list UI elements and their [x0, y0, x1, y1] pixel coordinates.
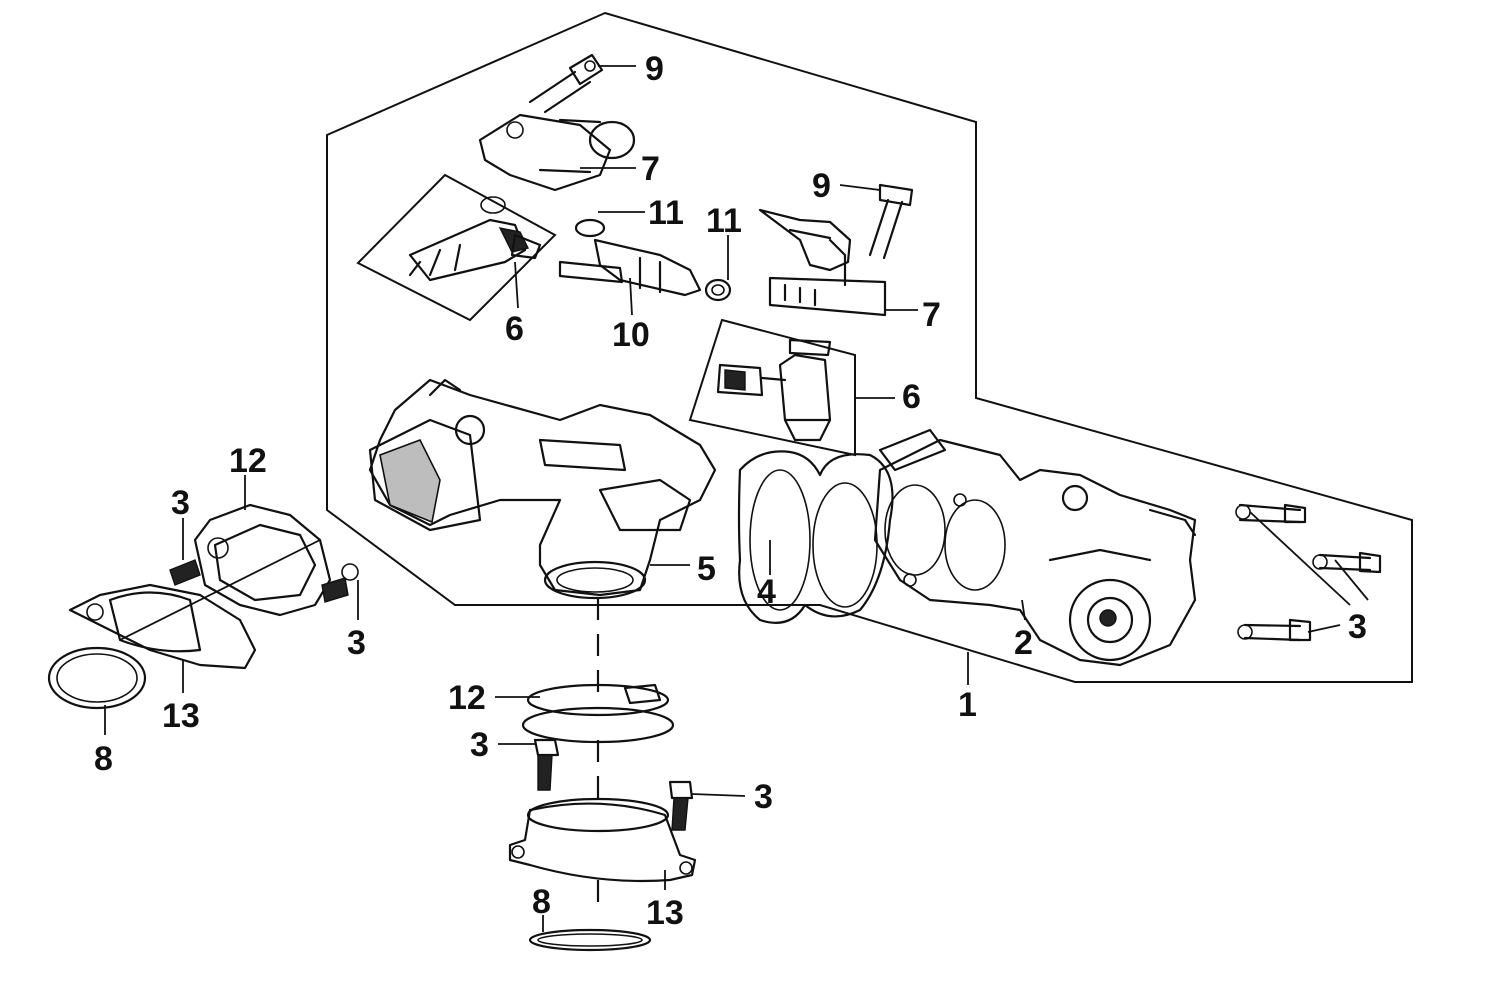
- lower-stack: [508, 598, 697, 952]
- callout-3-lower-stack-right: 3: [754, 778, 773, 816]
- callout-13-lower-stack: 13: [646, 894, 684, 932]
- bolts-right-group: [1235, 503, 1382, 642]
- throttle-body: [368, 378, 717, 600]
- callout-11-left: 11: [648, 194, 684, 232]
- bolt-right: [868, 183, 914, 260]
- bolt-top: [528, 53, 604, 114]
- callout-11-right: 11: [706, 202, 742, 240]
- callout-2: 2: [1014, 624, 1033, 662]
- callout-3-left-lower: 3: [347, 624, 366, 662]
- callout-10: 10: [612, 316, 650, 354]
- callout-9-top: 9: [645, 50, 664, 88]
- holder-right: [758, 208, 887, 317]
- callout-12-lower-stack: 12: [448, 679, 486, 717]
- injector-left: [408, 196, 542, 282]
- callout-13-left-group: 13: [162, 697, 200, 735]
- callout-8-left: 8: [94, 740, 113, 778]
- callout-3-bolts-right: 3: [1348, 608, 1367, 646]
- callout-3-left-upper: 3: [171, 484, 190, 522]
- assembly-frame: [326, 11, 1413, 683]
- callout-4: 4: [757, 573, 776, 611]
- injector-box-right: [688, 318, 856, 457]
- intake-boot-left: [47, 503, 359, 710]
- throttle-assembly: [873, 428, 1197, 667]
- fuel-line: [558, 218, 732, 302]
- callout-3-lower-stack-left: 3: [470, 726, 489, 764]
- callout-8-bottom: 8: [532, 883, 551, 921]
- callout-7-right: 7: [922, 296, 941, 334]
- callout-1: 1: [958, 686, 977, 724]
- callout-12-left-group: 12: [229, 442, 267, 480]
- holder-top: [478, 113, 636, 192]
- injector-right: [716, 338, 832, 442]
- callouts: 1 2 3 3 3 3 3 4 5 6 6 7 7 8 8 9 9 10 11 …: [94, 50, 1367, 932]
- callout-9-right: 9: [812, 167, 831, 205]
- injector-box-left: [356, 173, 557, 322]
- callout-5: 5: [697, 550, 716, 588]
- callout-7-top: 7: [641, 150, 660, 188]
- callout-6-left: 6: [505, 310, 524, 348]
- leader-lines: [104, 65, 1369, 932]
- callout-6-right: 6: [902, 378, 921, 416]
